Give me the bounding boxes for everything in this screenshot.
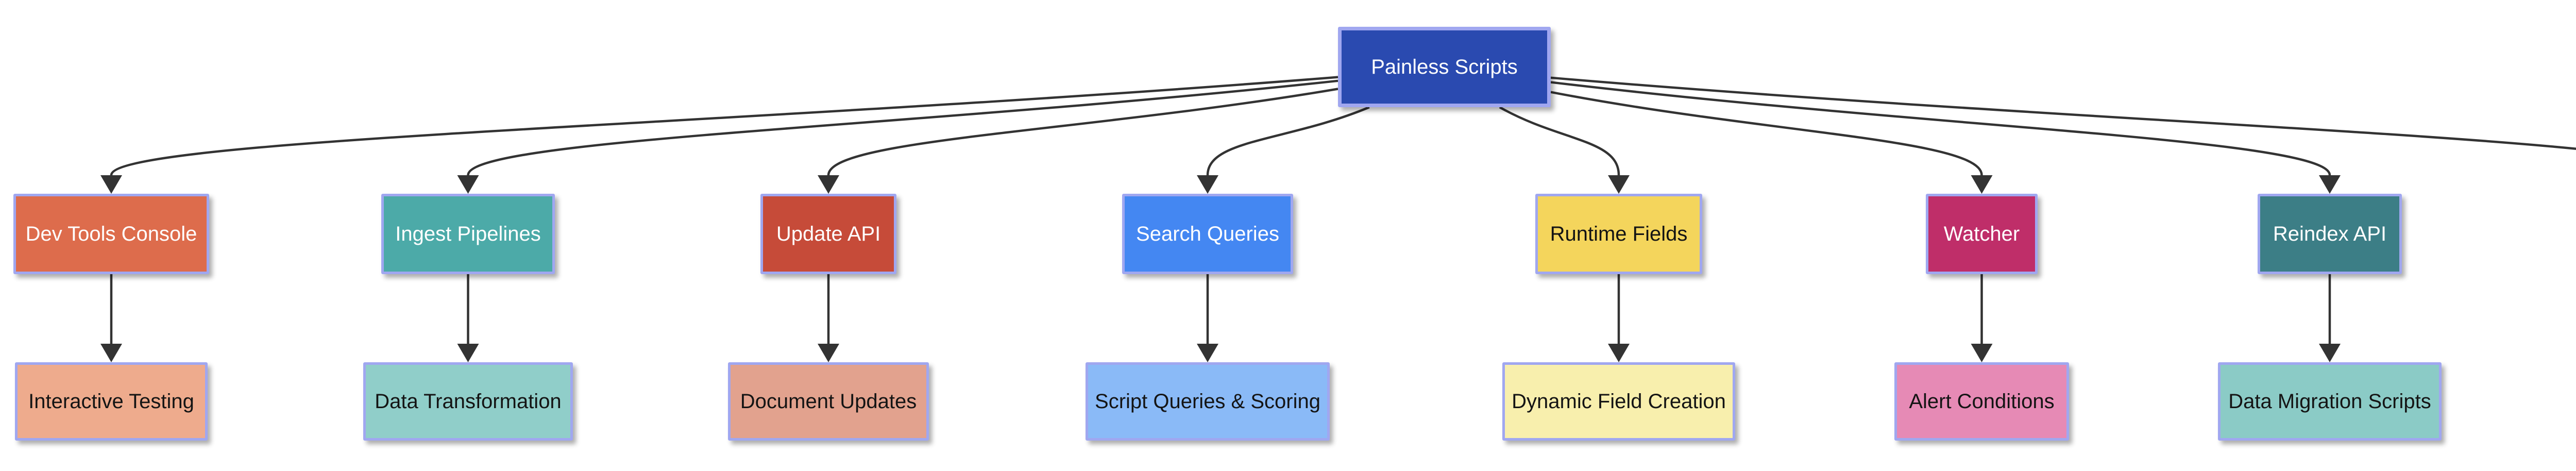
node-reindex-api: Reindex API (2258, 194, 2402, 274)
node-watcher: Watcher (1926, 194, 2038, 274)
node-label: Alert Conditions (1909, 390, 2055, 413)
node-interactive-testing: Interactive Testing (15, 362, 208, 441)
node-label: Data Transformation (375, 390, 562, 413)
node-label: Search Queries (1136, 223, 1279, 245)
node-script-queries-scoring: Script Queries & Scoring (1086, 362, 1330, 441)
node-label: Reindex API (2273, 223, 2387, 245)
node-data-transformation: Data Transformation (363, 362, 573, 441)
node-label: Interactive Testing (28, 390, 194, 413)
node-update-api: Update API (760, 194, 896, 274)
node-label: Watcher (1943, 223, 2020, 245)
node-label: Update API (776, 223, 881, 245)
node-label: Dynamic Field Creation (1512, 390, 1726, 413)
node-label: Data Migration Scripts (2228, 390, 2431, 413)
node-alert-conditions: Alert Conditions (1894, 362, 2069, 441)
node-runtime-fields: Runtime Fields (1535, 194, 1702, 274)
node-painless-scripts: Painless Scripts (1338, 27, 1551, 107)
node-ingest-pipelines: Ingest Pipelines (381, 194, 555, 274)
node-document-updates: Document Updates (728, 362, 929, 441)
node-search-queries: Search Queries (1122, 194, 1293, 274)
node-dev-tools-console: Dev Tools Console (13, 194, 209, 274)
node-label: Script Queries & Scoring (1095, 390, 1320, 413)
node-label: Painless Scripts (1371, 56, 1518, 78)
node-label: Document Updates (740, 390, 917, 413)
node-dynamic-field-creation: Dynamic Field Creation (1502, 362, 1735, 441)
node-label: Runtime Fields (1550, 223, 1688, 245)
node-label: Dev Tools Console (25, 223, 197, 245)
node-data-migration-scripts: Data Migration Scripts (2218, 362, 2442, 441)
node-label: Ingest Pipelines (395, 223, 541, 245)
